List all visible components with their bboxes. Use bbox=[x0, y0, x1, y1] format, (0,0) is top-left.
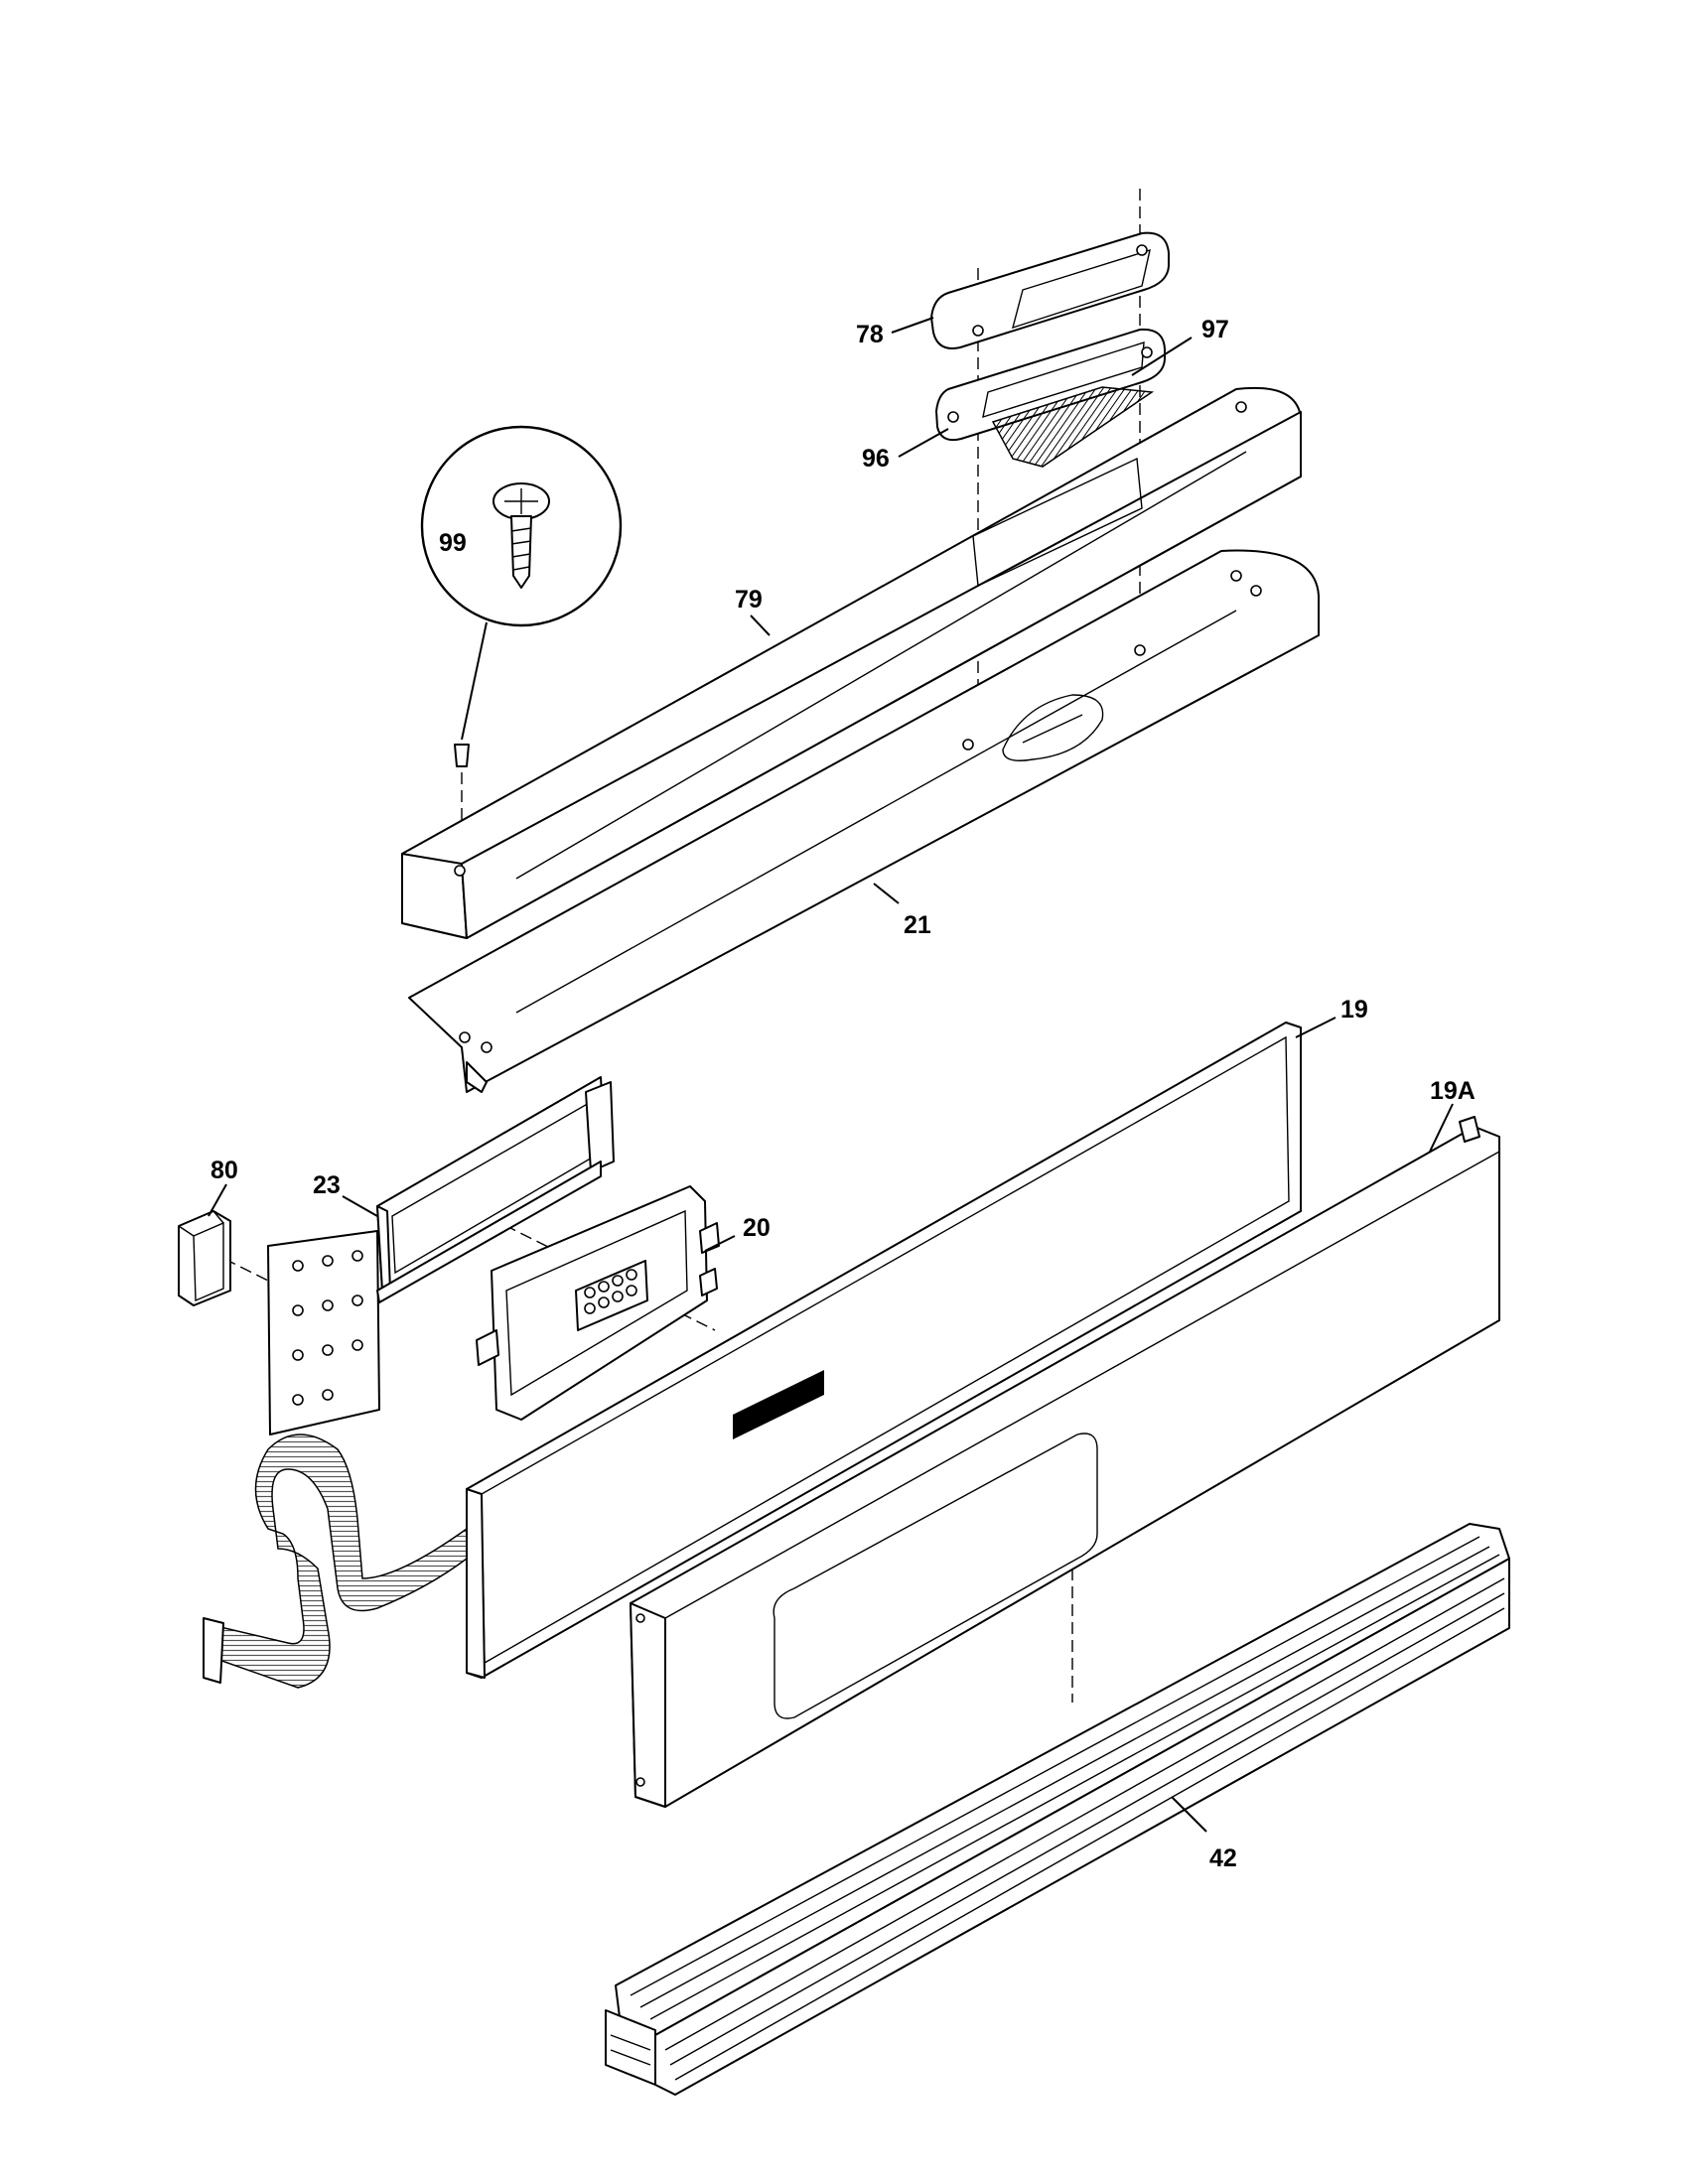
callout-23: 23 bbox=[313, 1171, 341, 1199]
part-99-screw-detail bbox=[420, 425, 623, 767]
part-78-bezel-trim bbox=[930, 231, 1170, 349]
callout-42: 42 bbox=[1209, 1844, 1237, 1872]
callout-20: 20 bbox=[743, 1214, 771, 1242]
part-21-lower-housing bbox=[408, 549, 1320, 1093]
callout-labels: 78 97 96 99 79 21 19 19A 80 23 20 42 bbox=[211, 316, 1476, 1872]
callout-96: 96 bbox=[862, 445, 890, 473]
ribbon-cable bbox=[202, 1433, 468, 1689]
callout-79: 79 bbox=[735, 586, 763, 614]
part-23-frame bbox=[267, 1076, 615, 1435]
callout-21: 21 bbox=[904, 911, 931, 939]
part-80-clip bbox=[178, 1210, 231, 1306]
leader-lines bbox=[208, 317, 1454, 1833]
callout-80: 80 bbox=[211, 1157, 238, 1184]
callout-99: 99 bbox=[439, 529, 467, 557]
part-79-upper-housing bbox=[401, 386, 1302, 939]
part-97-overlay bbox=[991, 386, 1155, 468]
part-19A-front-panel bbox=[630, 1116, 1500, 1808]
part-42-extrusion bbox=[605, 1523, 1510, 2096]
part-96-gasket bbox=[935, 328, 1166, 442]
callout-19: 19 bbox=[1340, 996, 1368, 1024]
callout-97: 97 bbox=[1201, 316, 1229, 343]
callout-19A: 19A bbox=[1430, 1077, 1476, 1105]
part-19-glass-panel bbox=[466, 1022, 1302, 1679]
callout-78: 78 bbox=[856, 321, 884, 348]
